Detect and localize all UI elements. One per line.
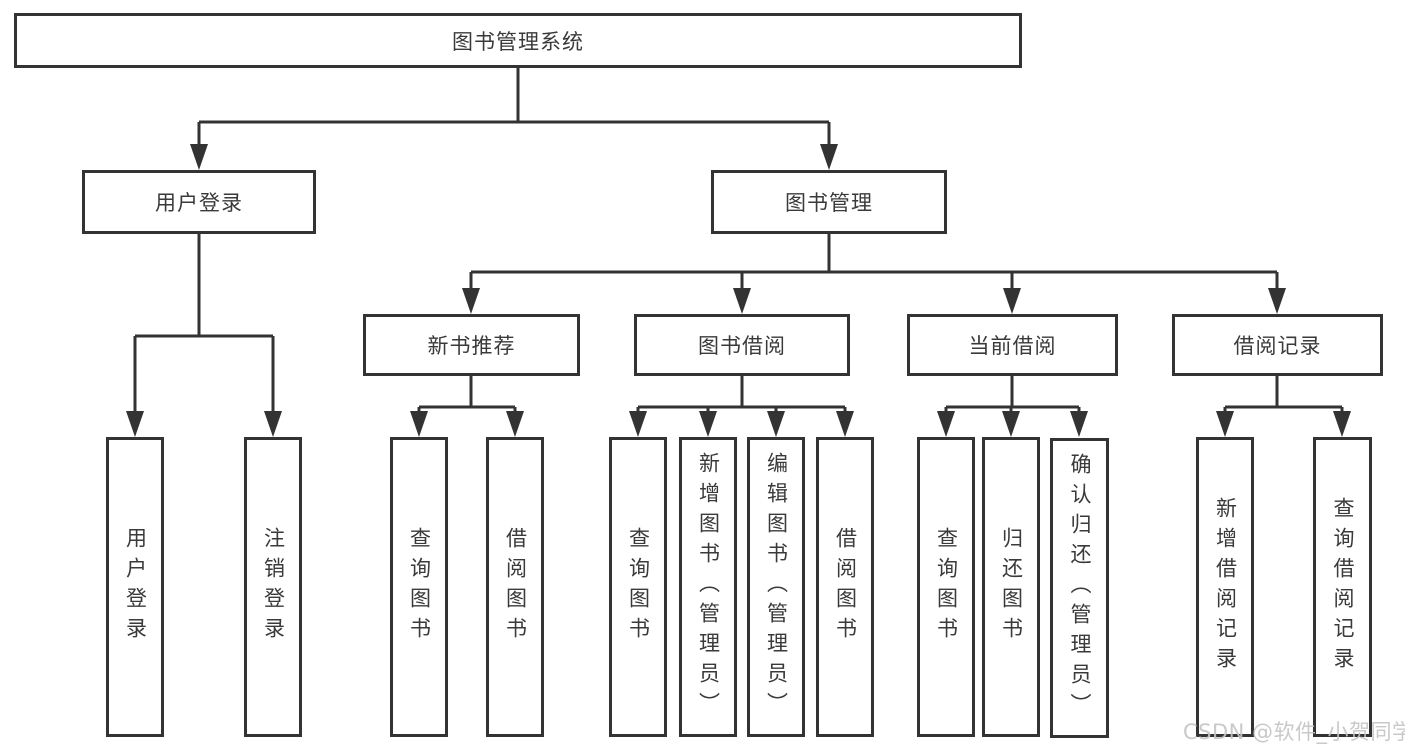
leaf-nbr-borrow-books: 借阅图书: [486, 437, 544, 737]
leaf-bb-edit-books-admin: 编辑图书（管理员）: [747, 437, 805, 737]
leaf-nbr-query-books: 查询图书: [390, 437, 448, 737]
leaf-cb-query-books-label: 查询图书: [934, 527, 959, 647]
leaf-cb-query-books: 查询图书: [917, 437, 975, 737]
leaf-br-add-record-label: 新增借阅记录: [1213, 497, 1238, 677]
node-book-borrowing-label: 图书借阅: [698, 334, 786, 358]
leaf-bb-borrow-books: 借阅图书: [816, 437, 874, 737]
leaf-cb-confirm-return-admin: 确认归还（管理员）: [1050, 438, 1109, 738]
leaf-bb-query-books-label: 查询图书: [626, 527, 651, 647]
leaf-bb-add-books-admin-label: 新增图书（管理员）: [696, 452, 721, 722]
leaf-bb-query-books: 查询图书: [609, 437, 667, 737]
node-borrowing-records: 借阅记录: [1172, 314, 1383, 376]
leaf-cb-return-books-label: 归还图书: [999, 527, 1024, 647]
watermark-text: CSDN @软件_小贺同学: [1183, 720, 1405, 744]
node-user-login-label: 用户登录: [155, 191, 243, 215]
node-current-borrowing-label: 当前借阅: [968, 334, 1057, 358]
leaf-bb-borrow-books-label: 借阅图书: [833, 527, 858, 647]
leaf-br-query-record: 查询借阅记录: [1313, 437, 1372, 737]
leaf-br-query-record-label: 查询借阅记录: [1331, 497, 1355, 677]
leaf-cb-confirm-return-admin-label: 确认归还（管理员）: [1068, 453, 1092, 723]
node-root-label: 图书管理系统: [452, 29, 584, 54]
arrowheads: [126, 144, 1351, 437]
node-root: 图书管理系统: [14, 13, 1022, 68]
leaf-logout-login: 注销登录: [244, 437, 302, 737]
node-book-management-label: 图书管理: [785, 191, 873, 215]
leaf-bb-edit-books-admin-label: 编辑图书（管理员）: [764, 452, 789, 722]
leaf-bb-add-books-admin: 新增图书（管理员）: [679, 437, 737, 737]
leaf-br-add-record: 新增借阅记录: [1196, 437, 1254, 737]
node-borrowing-records-label: 借阅记录: [1233, 334, 1322, 358]
node-user-login: 用户登录: [82, 170, 316, 234]
leaf-cb-return-books: 归还图书: [982, 437, 1040, 737]
node-new-book-recommendation-label: 新书推荐: [427, 334, 516, 358]
leaf-nbr-query-books-label: 查询图书: [407, 527, 432, 647]
leaf-nbr-borrow-books-label: 借阅图书: [503, 527, 528, 647]
node-book-management: 图书管理: [711, 170, 947, 234]
node-new-book-recommendation: 新书推荐: [363, 314, 580, 376]
leaf-logout-login-label: 注销登录: [261, 527, 286, 647]
leaf-user-login-label: 用户登录: [123, 527, 148, 647]
connector-segments: [133, 68, 1344, 417]
leaf-user-login: 用户登录: [106, 437, 164, 737]
node-current-borrowing: 当前借阅: [907, 314, 1118, 376]
node-book-borrowing: 图书借阅: [634, 314, 850, 376]
